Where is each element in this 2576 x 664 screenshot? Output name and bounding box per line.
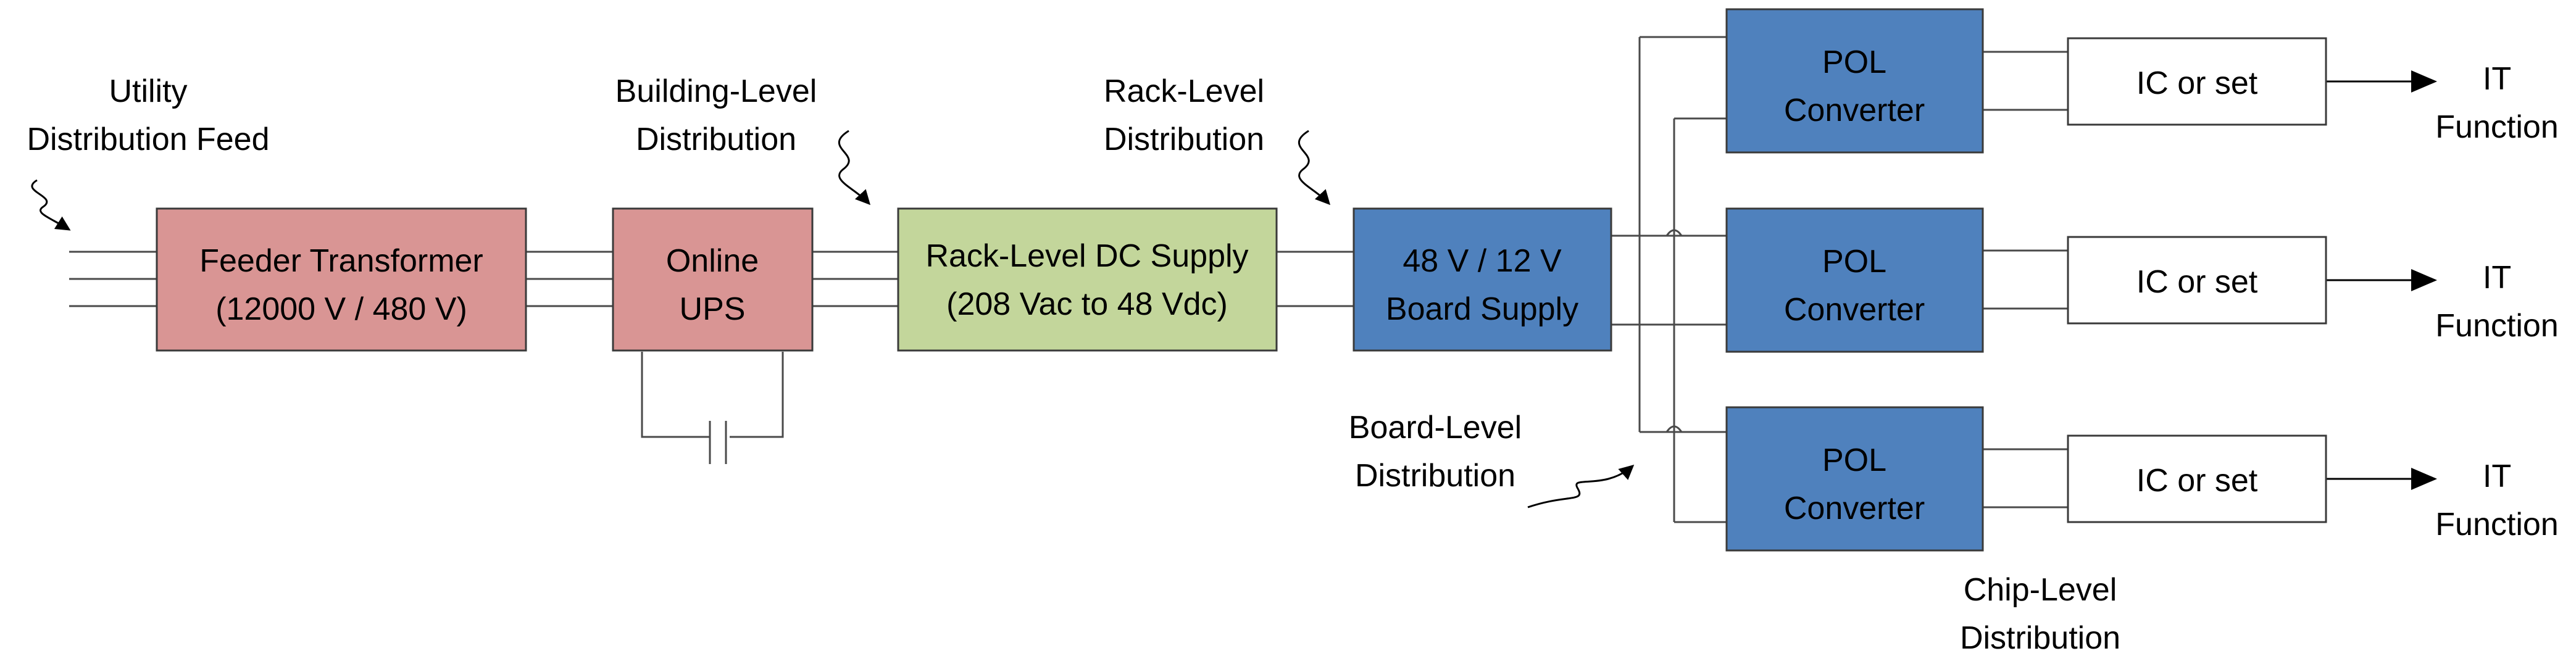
board-distribution-buses (1611, 36, 1727, 523)
pol-converter-block: POL Converter (1725, 8, 1984, 154)
pol-converter-line1: POL (1822, 244, 1886, 280)
board-callout-arrow (1527, 465, 1635, 508)
rack-label: Rack-Level Distribution (1104, 73, 1331, 205)
ic-set-block: IC or set (2067, 434, 2327, 523)
it-function-line1: IT (2483, 61, 2511, 97)
utility-label-line2: Distribution Feed (27, 122, 269, 157)
board-supply-line2: Board Supply (1386, 291, 1578, 327)
online-ups-line1: Online (666, 243, 759, 279)
ic-set-label: IC or set (2136, 65, 2258, 101)
pol-to-ic-lines (1983, 51, 2068, 508)
online-ups-line2: UPS (680, 291, 746, 327)
feeder-transformer-line1: Feeder Transformer (199, 243, 483, 279)
ic-set-label: IC or set (2136, 264, 2258, 300)
board-label-line2: Distribution (1355, 458, 1515, 494)
pol-converter-line2: Converter (1784, 93, 1925, 128)
chip-label: Chip-Level Distribution (1960, 572, 2120, 656)
board-supply-line1: 48 V / 12 V (1403, 243, 1562, 279)
rack-callout-arrow (1298, 130, 1331, 205)
three-phase-feed-lines (69, 251, 898, 307)
pol-converter-line2: Converter (1784, 292, 1925, 328)
chip-label-line2: Distribution (1960, 620, 2120, 656)
ic-set-label: IC or set (2136, 463, 2258, 499)
utility-label-line1: Utility (109, 73, 187, 109)
it-function-arrows (2326, 70, 2437, 490)
utility-label: Utility Distribution Feed (27, 73, 270, 231)
it-function-line2: Function (2435, 308, 2558, 344)
board-label-line1: Board-Level (1349, 410, 1522, 446)
rack-label-line1: Rack-Level (1104, 73, 1264, 109)
pol-converter-line1: POL (1822, 442, 1886, 478)
dc-bus-lines (1277, 251, 1354, 307)
rack-dc-supply-line2: (208 Vac to 48 Vdc) (946, 286, 1228, 322)
building-label: Building-Level Distribution (615, 73, 871, 205)
board-supply-block: 48 V / 12 V Board Supply (1353, 207, 1612, 352)
feeder-transformer-line2: (12000 V / 480 V) (215, 291, 467, 327)
it-function-label: IT Function (2435, 61, 2558, 145)
building-callout-arrow (838, 130, 871, 205)
it-function-label: IT Function (2435, 459, 2558, 542)
rack-dc-supply-block: Rack-Level DC Supply (208 Vac to 48 Vdc) (897, 207, 1278, 352)
it-function-line2: Function (2435, 507, 2558, 542)
pol-converter-block: POL Converter (1725, 207, 1984, 353)
ic-set-block: IC or set (2067, 37, 2327, 126)
feeder-transformer-block: Feeder Transformer (12000 V / 480 V) (156, 207, 527, 352)
it-function-line1: IT (2483, 260, 2511, 296)
building-label-line1: Building-Level (615, 73, 817, 109)
pol-converter-line2: Converter (1784, 491, 1925, 526)
it-function-label: IT Function (2435, 260, 2558, 344)
rack-label-line2: Distribution (1104, 122, 1264, 157)
utility-callout-arrow (31, 179, 71, 231)
ic-set-block: IC or set (2067, 236, 2327, 325)
building-label-line2: Distribution (636, 122, 796, 157)
it-function-line1: IT (2483, 459, 2511, 494)
chip-label-line1: Chip-Level (1964, 572, 2117, 608)
rack-dc-supply-line1: Rack-Level DC Supply (925, 238, 1248, 274)
it-function-line2: Function (2435, 109, 2558, 145)
board-label: Board-Level Distribution (1349, 410, 1635, 508)
pol-converter-block: POL Converter (1725, 406, 1984, 552)
pol-converter-line1: POL (1822, 44, 1886, 80)
ups-capacitor-bypass (641, 352, 784, 464)
online-ups-block: Online UPS (612, 207, 814, 352)
